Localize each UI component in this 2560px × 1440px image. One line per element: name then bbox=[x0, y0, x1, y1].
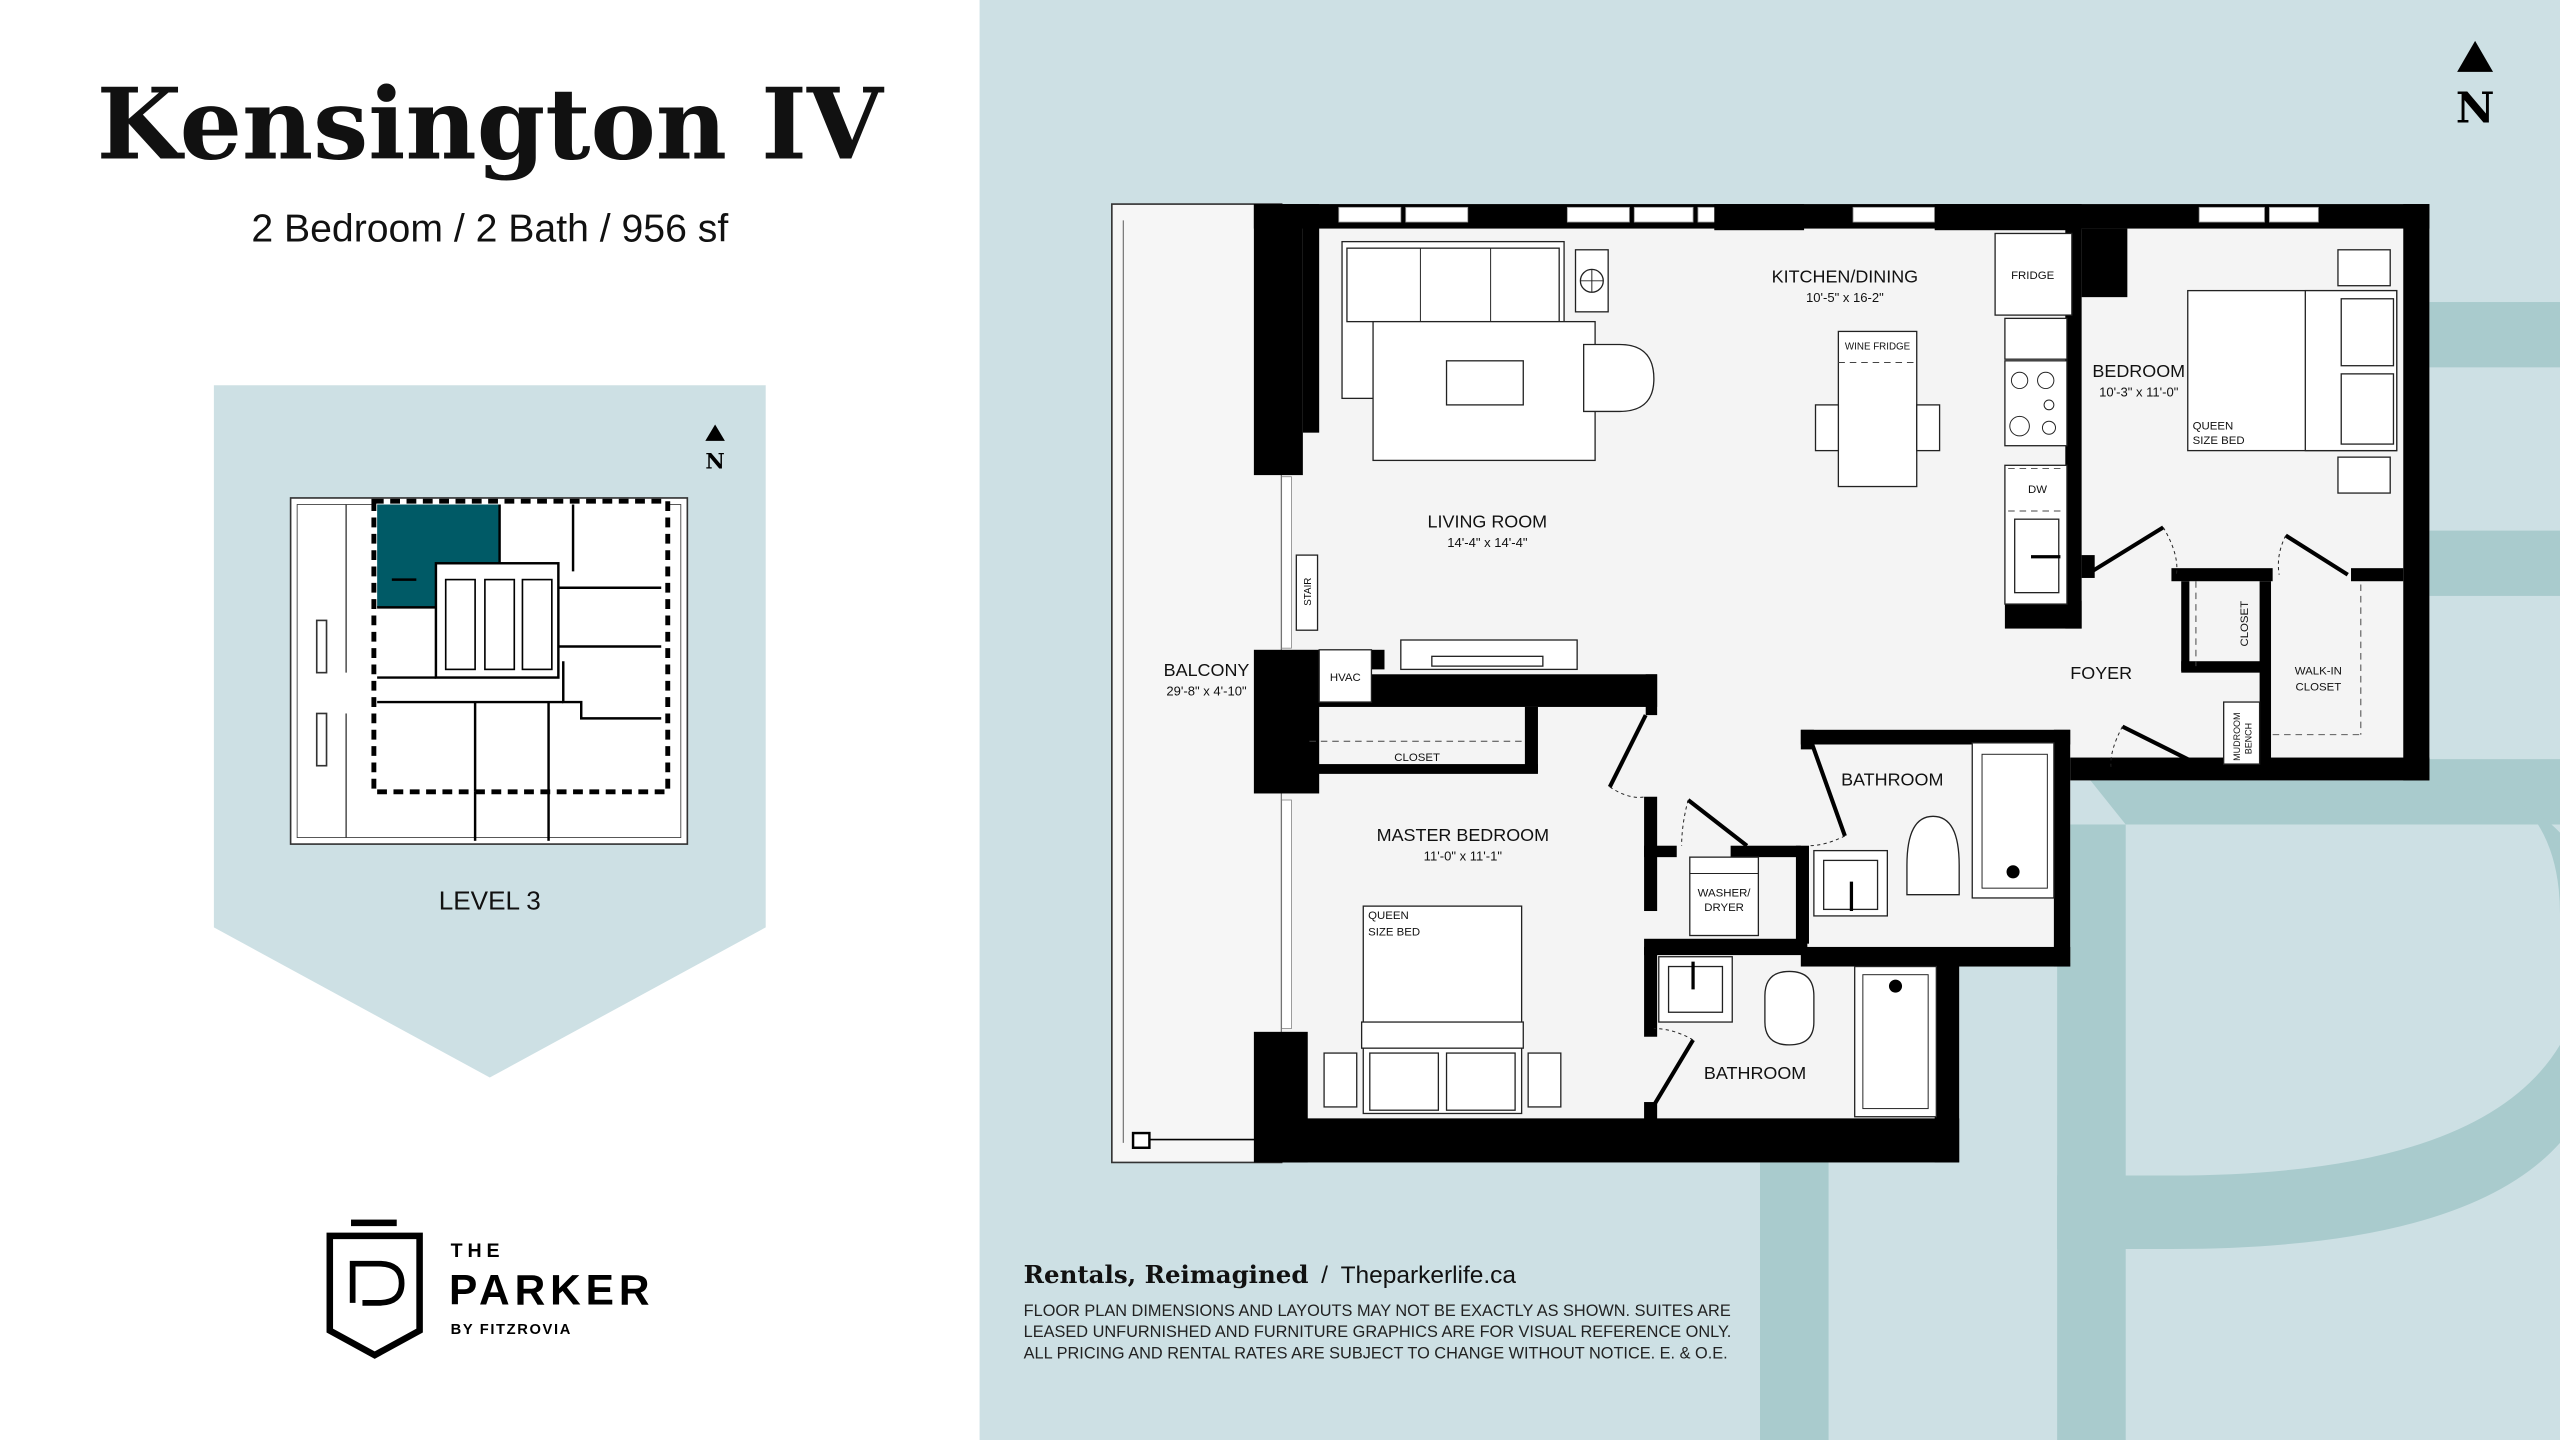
room-name-bathroom-2: BATHROOM bbox=[1704, 1063, 1806, 1083]
queen-bed-label-1: QUEEN bbox=[2193, 420, 2234, 432]
brand-watermark bbox=[1760, 302, 2560, 1440]
level-label: LEVEL 3 bbox=[439, 885, 541, 915]
brand-the: THE bbox=[451, 1240, 505, 1262]
hvac-unit bbox=[1318, 649, 1373, 703]
dishwasher-label: DW bbox=[2028, 484, 2047, 496]
room-dims-kitchen: 10'-5" x 16-2" bbox=[1806, 290, 1884, 305]
separator: / bbox=[1321, 1262, 1328, 1289]
room-name-master: MASTER BEDROOM bbox=[1377, 825, 1549, 845]
room-name-kitchen: KITCHEN/DINING bbox=[1772, 266, 1919, 286]
room-dims-bedroom: 10'-3" x 11'-0" bbox=[2099, 385, 2179, 400]
toilet bbox=[1764, 970, 1815, 1046]
north-arrow-icon bbox=[705, 424, 725, 441]
disclaimer-line: ALL PRICING AND RENTAL RATES ARE SUBJECT… bbox=[1024, 1344, 1728, 1362]
stair-marker bbox=[1295, 554, 1319, 631]
closet-label: CLOSET bbox=[1394, 752, 1440, 764]
brand-by: BY FITZROVIA bbox=[451, 1322, 572, 1338]
room-name-foyer: FOYER bbox=[2070, 663, 2132, 683]
room-name-living: LIVING ROOM bbox=[1428, 511, 1548, 531]
room-dims-living: 14'-4" x 14'-4" bbox=[1447, 535, 1528, 550]
key-plan-north-label: N bbox=[705, 450, 724, 475]
svg-text:Rentals, Reimagined /: Rentals, Reimagined / Theparkerlife.ca bbox=[1024, 1260, 1517, 1289]
washer-label-1: WASHER/ bbox=[1698, 887, 1752, 899]
walkin-closet-label-2: CLOSET bbox=[2296, 682, 2342, 694]
cooktop bbox=[2004, 360, 2068, 447]
balcony-area bbox=[1111, 203, 1283, 1164]
mudroom-label-1: MUDROOM bbox=[2232, 712, 2242, 760]
wine-fridge-label: WINE FRIDGE bbox=[1845, 341, 1911, 352]
fridge bbox=[1994, 232, 2073, 316]
key-plan: N LEVEL 3 bbox=[213, 385, 766, 1078]
unit-title: Kensington IV bbox=[97, 67, 885, 182]
stair-label: STAIR bbox=[1303, 578, 1314, 606]
fridge-label: FRIDGE bbox=[2011, 270, 2054, 282]
north-indicator: N bbox=[2456, 40, 2495, 133]
armchair bbox=[1583, 343, 1655, 413]
queen-bed-label-2: SIZE BED bbox=[2193, 435, 2245, 447]
mudroom-label-2: BENCH bbox=[2243, 723, 2253, 754]
website-link[interactable]: Theparkerlife.ca bbox=[1341, 1262, 1517, 1289]
room-dims-balcony: 29'-8" x 4'-10" bbox=[1166, 684, 1247, 699]
closet-label-2: CLOSET bbox=[2239, 601, 2251, 647]
master-bed-label-1: QUEEN bbox=[1368, 910, 1409, 922]
kitchen-island bbox=[1837, 330, 1918, 488]
room-name-bedroom: BEDROOM bbox=[2092, 361, 2185, 381]
brand-name: PARKER bbox=[449, 1266, 654, 1313]
the-parker-logo: THE PARKER BY FITZROVIA bbox=[326, 1219, 654, 1359]
unit-highlight bbox=[377, 504, 500, 608]
disclaimer-line: LEASED UNFURNISHED AND FURNITURE GRAPHIC… bbox=[1024, 1323, 1732, 1341]
master-bed-label-2: SIZE BED bbox=[1368, 927, 1420, 939]
north-arrow-icon bbox=[2457, 40, 2494, 72]
unit-floor-plan: STAIR bbox=[1111, 203, 2430, 1164]
tagline: Rentals, Reimagined bbox=[1024, 1260, 1309, 1289]
disclaimer-line: FLOOR PLAN DIMENSIONS AND LAYOUTS MAY NO… bbox=[1024, 1302, 1731, 1320]
footer: Rentals, Reimagined / Theparkerlife.ca F… bbox=[1024, 1260, 1732, 1362]
coffee-table bbox=[1445, 360, 1524, 406]
walkin-closet-label-1: WALK-IN bbox=[2295, 665, 2342, 677]
north-label: N bbox=[2456, 83, 2495, 133]
toilet bbox=[1906, 815, 1960, 896]
washer-dryer bbox=[1689, 856, 1760, 937]
washer-label-2: DRYER bbox=[1704, 902, 1744, 914]
hvac-label: HVAC bbox=[1330, 672, 1361, 684]
room-name-balcony: BALCONY bbox=[1164, 660, 1250, 680]
room-dims-master: 11'-0" x 11'-1" bbox=[1424, 848, 1503, 863]
unit-summary: 2 Bedroom / 2 Bath / 956 sf bbox=[251, 208, 728, 251]
room-name-bathroom-1: BATHROOM bbox=[1841, 769, 1943, 789]
